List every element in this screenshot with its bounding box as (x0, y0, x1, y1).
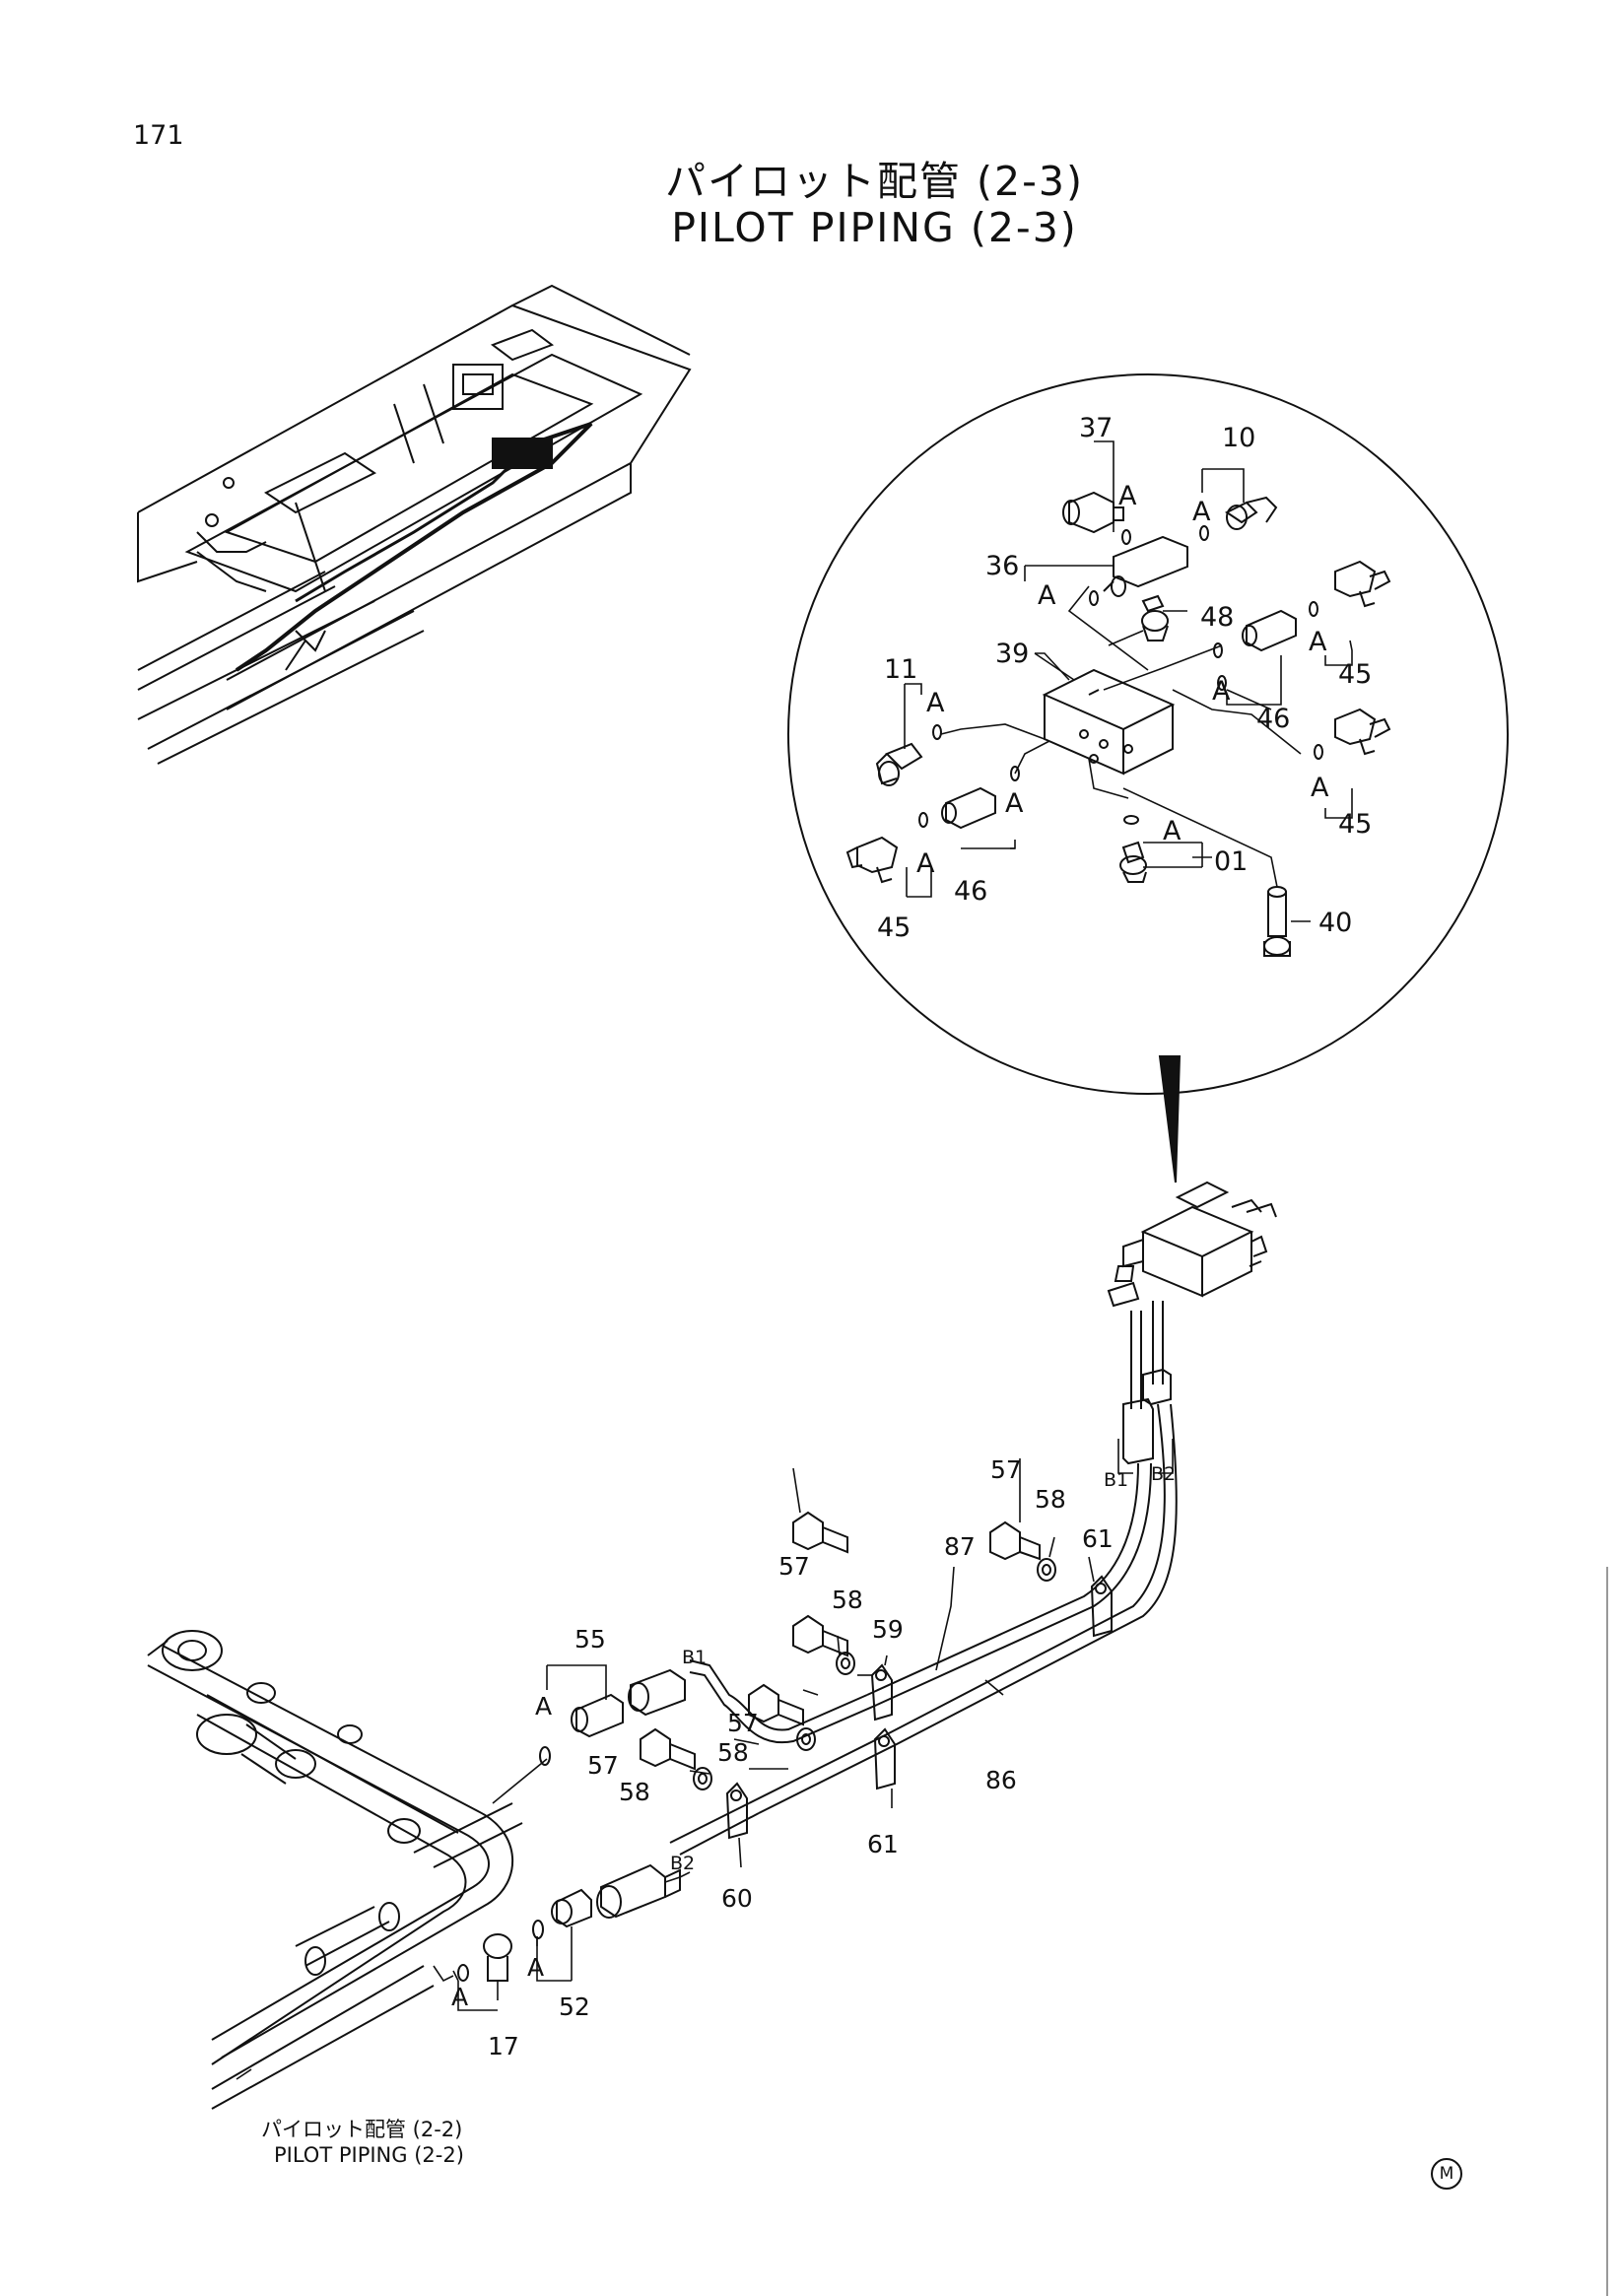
plug-48 (1141, 594, 1169, 642)
label-a9: A (916, 848, 935, 879)
adapter-46-left (941, 766, 1020, 830)
label-17: 17 (488, 2032, 519, 2060)
label-a5: A (1212, 676, 1231, 707)
label-46-right: 46 (1256, 704, 1290, 734)
manufacturer-mark: M (1431, 2158, 1462, 2190)
page-edge-line (1606, 1567, 1608, 2296)
reference-title-jp: パイロット配管 (2-2) (261, 2118, 463, 2141)
label-b2-pipe: B2 (670, 1853, 695, 1874)
label-58-left: 58 (619, 1778, 650, 1806)
washers-58 (693, 1558, 1056, 1790)
label-61-bottom: 61 (867, 1830, 899, 1858)
label-a7: A (1005, 788, 1024, 819)
label-a-17: A (451, 1983, 468, 2011)
tee-45-lower-right (1314, 708, 1391, 760)
label-10: 10 (1222, 423, 1255, 453)
adapter-52 (532, 1888, 592, 1939)
plug-01 (1119, 815, 1147, 883)
label-57-left: 57 (587, 1751, 619, 1780)
main-leader-lines (236, 1439, 1174, 2080)
label-b1-pipe: B1 (682, 1647, 707, 1668)
adapter-46-right (1213, 609, 1297, 691)
label-52: 52 (559, 1992, 590, 2021)
label-a8: A (1311, 773, 1329, 803)
machine-overview (137, 284, 692, 765)
label-45-left: 45 (877, 912, 911, 943)
pipe-87 (689, 1659, 878, 1744)
elbow-11 (875, 724, 942, 786)
detail-leader-lines (904, 440, 1353, 922)
label-11: 11 (884, 654, 917, 685)
label-a3: A (1038, 580, 1056, 611)
label-a2: A (1192, 497, 1211, 527)
hoses-to-valve (748, 1301, 1178, 1814)
label-a6: A (926, 688, 945, 718)
label-b1-valve: B1 (1104, 1469, 1128, 1491)
page-number: 171 (133, 120, 184, 151)
label-59: 59 (872, 1615, 904, 1644)
fitting-b1 (628, 1668, 686, 1717)
valve-block-39 (1042, 668, 1176, 776)
label-45-upper: 45 (1338, 659, 1372, 690)
label-58-low: 58 (717, 1738, 749, 1767)
page-title-en: PILOT PIPING (2-3) (671, 204, 1078, 251)
tee-45-left (845, 812, 928, 884)
label-61-top: 61 (1082, 1524, 1114, 1553)
detail-circle (787, 373, 1509, 1095)
reference-title-en: PILOT PIPING (2-2) (274, 2143, 464, 2167)
elbow-10 (1199, 496, 1278, 541)
pipe-86 (669, 1802, 760, 1856)
tee-45-upper-right (1309, 560, 1391, 617)
label-a-55: A (535, 1692, 552, 1721)
label-57-low: 57 (727, 1709, 759, 1737)
plug-17 (457, 1933, 512, 1982)
label-48: 48 (1200, 602, 1234, 633)
label-b2-valve: B2 (1151, 1463, 1176, 1485)
page-title-jp: パイロット配管 (2-3) (665, 158, 1084, 205)
label-39: 39 (995, 639, 1029, 669)
label-87: 87 (944, 1532, 976, 1561)
label-57-top: 57 (990, 1455, 1022, 1484)
label-a4: A (1309, 627, 1327, 657)
label-86: 86 (985, 1766, 1017, 1794)
adapter-55 (539, 1693, 624, 1766)
label-a10: A (1163, 816, 1182, 846)
label-36: 36 (985, 551, 1019, 581)
label-58-mid: 58 (832, 1586, 863, 1614)
bolt-57-upper (989, 1520, 1041, 1561)
bolts-57 (640, 1511, 848, 1771)
label-55: 55 (574, 1625, 606, 1654)
label-40: 40 (1318, 908, 1352, 938)
label-45-lower: 45 (1338, 809, 1372, 840)
clamps (725, 1575, 1113, 1840)
detail-pointer (1158, 1055, 1182, 1183)
fitting-b2 (596, 1863, 681, 1919)
label-58-top: 58 (1035, 1485, 1066, 1514)
manifold-pipes (147, 1630, 523, 2110)
bolt-40 (1263, 886, 1291, 957)
label-01: 01 (1214, 846, 1248, 877)
label-a1: A (1118, 481, 1137, 511)
label-a-52: A (527, 1953, 544, 1982)
label-60: 60 (721, 1884, 753, 1913)
pilot-valve-assembly (1107, 1181, 1277, 1308)
fitting-36 (1089, 535, 1188, 606)
label-37: 37 (1079, 413, 1113, 443)
label-57-mid: 57 (778, 1552, 810, 1581)
label-46-left: 46 (954, 876, 987, 907)
